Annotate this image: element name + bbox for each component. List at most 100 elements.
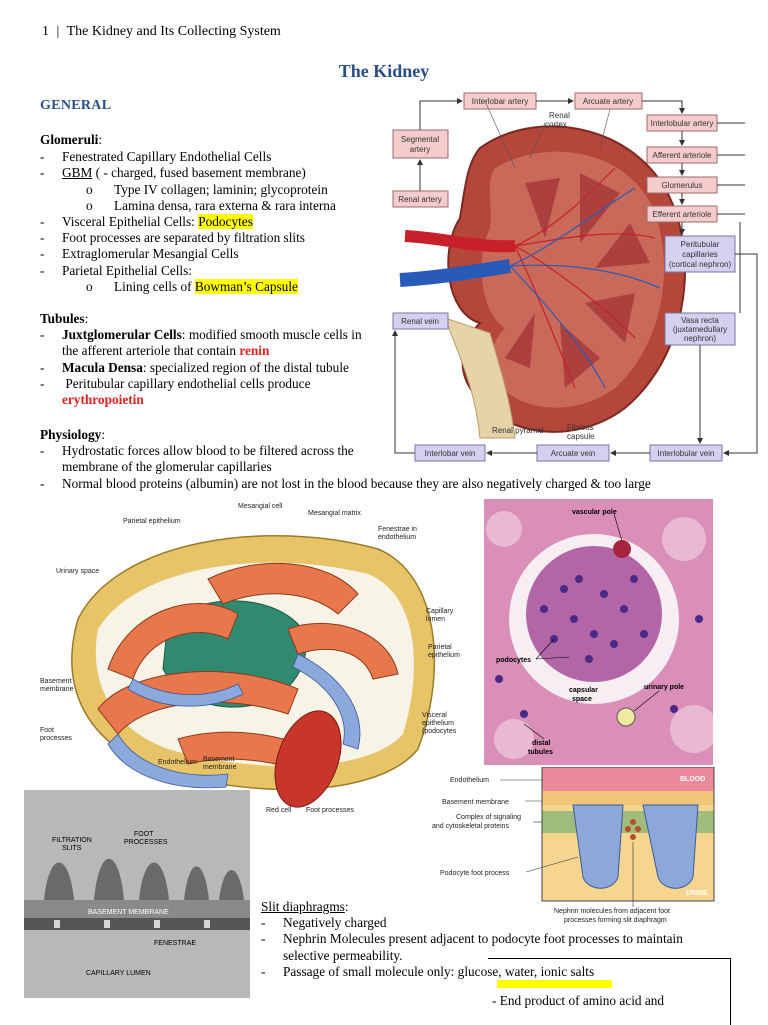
nephrin-caption: Nephrin molecules from adjacent foot: [554, 908, 670, 915]
list-dash: -: [40, 475, 45, 491]
endothelium-label: Endothelium: [450, 777, 489, 784]
blood-label: BLOOD: [680, 776, 705, 783]
flow-arrows: [392, 98, 758, 456]
fibrous-capsule-label: Fibrous: [567, 423, 594, 432]
slit-item: Negatively charged: [283, 915, 387, 931]
physiology-item-cont: membrane of the glomerular capillaries: [62, 459, 272, 475]
document-title: The Kidney and Its Collecting System: [66, 24, 281, 39]
em-foot-processes: [44, 858, 244, 900]
physiology-item: Hydrostatic forces allow blood to be fil…: [62, 443, 354, 459]
peritubular-label-2: capillaries: [682, 250, 718, 259]
basement-membrane-label: Basement membrane: [442, 799, 509, 806]
macula-densa-term: Macula Densa: [62, 359, 143, 375]
page-title: The Kidney: [338, 61, 430, 81]
section-heading-general: GENERAL: [40, 98, 112, 113]
histology-leaders: [523, 513, 660, 740]
kidney-blood-flow-diagram: Interlobar artery Arcuate artery Interlo…: [392, 92, 758, 462]
glomeruli-subitem: Type IV collagen; laminin; glycoprotein: [114, 181, 328, 197]
list-dash: -: [40, 262, 45, 278]
podocytes-label: podocytes: [496, 657, 531, 664]
tissue-background: [486, 511, 713, 759]
vasa-recta-label-2: (juxtamedullary: [673, 325, 727, 334]
interlobar-artery-label: Interlobar artery: [472, 97, 528, 106]
arcuate-vein-label: Arcuate vein: [551, 449, 595, 458]
page-header: 1 | The Kidney and Its Collecting System: [42, 24, 281, 40]
urinary-pole-marker: [616, 707, 636, 727]
list-dash: -: [261, 963, 266, 979]
podocyte-processes: [107, 653, 361, 789]
list-dash: -: [40, 327, 45, 343]
slit-item: Passage of small molecule only: glucose,…: [283, 963, 595, 979]
list-bullet: o: [86, 181, 93, 197]
glomerulus-labels: Mesangial cell Mesangial matrix Parietal…: [40, 503, 460, 814]
renal-vein-vessel: [399, 259, 512, 287]
parietal-epithelium-right-label: Parietal: [428, 644, 452, 651]
peritubular-text: Peritubular capillary endothelial cells …: [62, 375, 311, 391]
segmental-artery-label: Segmental: [401, 135, 439, 144]
list-dash: -: [40, 359, 45, 375]
distal-tubules-label: distal: [532, 740, 550, 747]
list-dash: -: [40, 246, 45, 262]
renal-pyramids: [505, 173, 650, 388]
parietal-epithelium-right-label-2: epithelium: [428, 652, 460, 659]
flow-boxes: Interlobar artery Arcuate artery Interlo…: [392, 92, 736, 462]
mesangial-cell-label: Mesangial cell: [238, 503, 283, 510]
efferent-arteriole-label: Efferent arteriole: [653, 210, 713, 219]
fenestrae-label: FENESTRAE: [154, 940, 196, 947]
list-bullet: o: [86, 197, 93, 213]
parietal-epithelium-label: Parietal epithelium: [123, 518, 181, 525]
red-cell-label: Red cell: [266, 807, 292, 814]
podocyte-foot-label: Podocyte foot process: [440, 870, 510, 877]
bowmans-capsule-highlight: Bowman’s Capsule: [194, 278, 298, 294]
capillary-lumen-label: CAPILLARY LUMEN: [86, 970, 151, 977]
visceral-epithelium-label: Visceral: [422, 712, 447, 719]
list-dash: -: [261, 931, 266, 947]
slit-item-cont: selective permeability.: [283, 947, 403, 963]
peritubular-label-1: Peritubular: [681, 240, 720, 249]
note-box-text: - End product of amino acid and: [492, 993, 665, 1008]
capillary-lumen-label-2: lumen: [426, 616, 445, 623]
urinary-space-label: Urinary space: [56, 568, 99, 575]
complex-label-2: and cytoskeletal proteins: [432, 823, 510, 830]
list-dash: -: [261, 915, 266, 931]
list-dash: -: [40, 443, 45, 459]
physiology-colon: :: [101, 427, 106, 442]
venous-branches: [509, 187, 661, 389]
foot-processes-label-2: PROCESSES: [124, 839, 168, 846]
nephrin-molecules: [625, 819, 641, 840]
visceral-epithelium-label-3: (podocytes: [422, 728, 457, 735]
basement-membrane-bottom-label: Basement: [203, 756, 235, 763]
list-bullet: o: [86, 278, 93, 294]
basement-membrane-label-2: membrane: [40, 686, 74, 693]
peritubular-label-3: (cortical nephron): [669, 260, 732, 269]
list-dash: -: [40, 230, 45, 246]
basement-membrane-bottom-label-2: membrane: [203, 764, 237, 771]
basement-membrane-label: Basement: [40, 678, 72, 685]
macula-densa-text: : specialized region of the distal tubul…: [142, 359, 349, 375]
podocytes-highlight: Podocytes: [198, 214, 253, 230]
leader-lines: [484, 100, 611, 169]
arcuate-artery-label: Arcuate artery: [583, 97, 633, 106]
gbm-term: GBM: [62, 165, 93, 181]
renal-cortex-label-2: cortex: [545, 120, 567, 129]
filtration-slits-label: FILTRATION: [52, 837, 92, 844]
glomeruli-heading: Glomeruli: [40, 132, 99, 147]
header-separator: |: [56, 24, 60, 39]
red-cell-shape: [274, 710, 342, 808]
slit-diaphragms-section: Slit diaphragms: -Negatively charged -Ne…: [261, 899, 683, 980]
foot-processes-label: FOOT: [134, 831, 154, 838]
glomeruli-colon: :: [98, 132, 103, 147]
glomeruli-item: Parietal Epithelial Cells:: [62, 262, 192, 278]
interlobular-artery-label: Interlobular artery: [651, 119, 714, 128]
urine-label: URINE: [686, 890, 708, 897]
electron-micrograph: FILTRATION SLITS FOOT PROCESSES BASEMENT…: [24, 790, 250, 998]
histology-micrograph: vascular pole podocytes capsular space u…: [484, 499, 713, 765]
capsular-space-label-2: space: [572, 696, 592, 703]
slit-diaphragms-colon: :: [344, 899, 349, 914]
glomerulus-structure-diagram: Mesangial cell Mesangial matrix Parietal…: [38, 499, 460, 817]
podocyte-foot-shapes: [572, 804, 699, 889]
glomeruli-section: Glomeruli-: -Fenestrated Capillary Endot…: [40, 132, 336, 295]
slit-diaphragm-diagram: Endothelium Basement membrane Complex of…: [432, 767, 715, 924]
vasa-recta-label-1: Vasa recta: [681, 316, 719, 325]
glomeruli-subitem: Lamina densa, rara externa & rara intern…: [114, 197, 336, 213]
